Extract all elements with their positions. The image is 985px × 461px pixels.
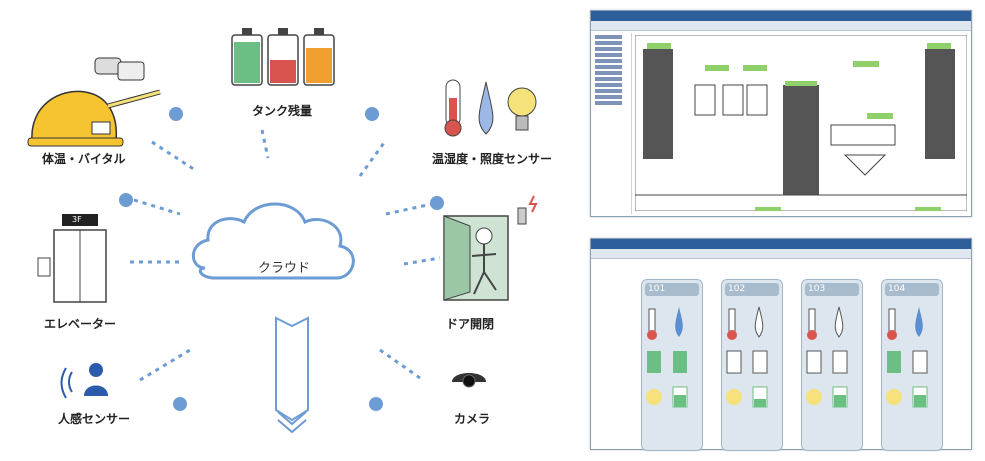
- node-dot: [119, 193, 133, 207]
- node-dot: [173, 397, 187, 411]
- node-dot: [369, 397, 383, 411]
- cloud-shape: [191, 202, 355, 280]
- app-menubar: [591, 11, 971, 21]
- label-human: 人感センサー: [58, 412, 131, 426]
- label-elevator: エレベーター: [44, 317, 117, 331]
- camera-icon: [452, 373, 486, 388]
- thermo-icon: [444, 79, 537, 137]
- down-arrow-icon: [275, 316, 309, 434]
- node-dot: [169, 107, 183, 121]
- label-camera: カメラ: [454, 412, 491, 426]
- node-dot: [365, 107, 379, 121]
- helmet-icon: [27, 57, 161, 147]
- node-dot: [430, 196, 444, 210]
- elevator-icon: [37, 214, 107, 303]
- person-icon: [60, 363, 108, 399]
- room-icons: [646, 306, 928, 408]
- app-toolbar: [591, 249, 971, 259]
- app-toolbar: [591, 21, 971, 31]
- label-tank: タンク残量: [252, 104, 313, 118]
- door-icon: [443, 195, 538, 301]
- tree-nav: [593, 33, 632, 214]
- iot-diagram: [27, 28, 538, 434]
- label-temp: 温湿度・照度センサー: [432, 152, 553, 166]
- floor-tag: 3F: [72, 215, 82, 224]
- plant-diagram: [635, 35, 967, 211]
- label-door: ドア開閉: [446, 317, 495, 331]
- cloud-label: クラウド: [258, 261, 311, 276]
- tank-icon: [231, 28, 335, 86]
- plant-map-screen: [590, 10, 972, 217]
- label-vital: 体温・バイタル: [42, 152, 126, 166]
- room-monitor-screen: 101 102 103 104: [590, 238, 972, 451]
- app-menubar: [591, 239, 971, 249]
